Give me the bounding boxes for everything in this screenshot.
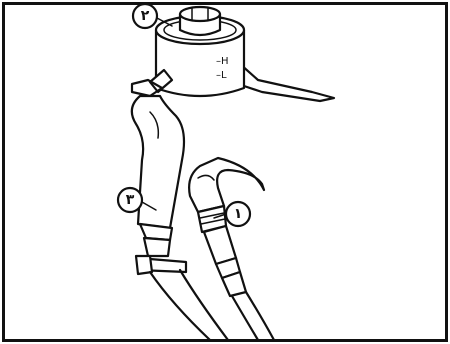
level-mark-low: –L (216, 70, 227, 81)
callout-one: ۱ (234, 206, 243, 222)
cap-top (180, 7, 220, 21)
level-mark-high: –H (216, 56, 229, 67)
callout-two: ۲ (141, 8, 150, 24)
suction-hose-collar (144, 238, 170, 256)
callout-three: ۳ (126, 192, 135, 208)
